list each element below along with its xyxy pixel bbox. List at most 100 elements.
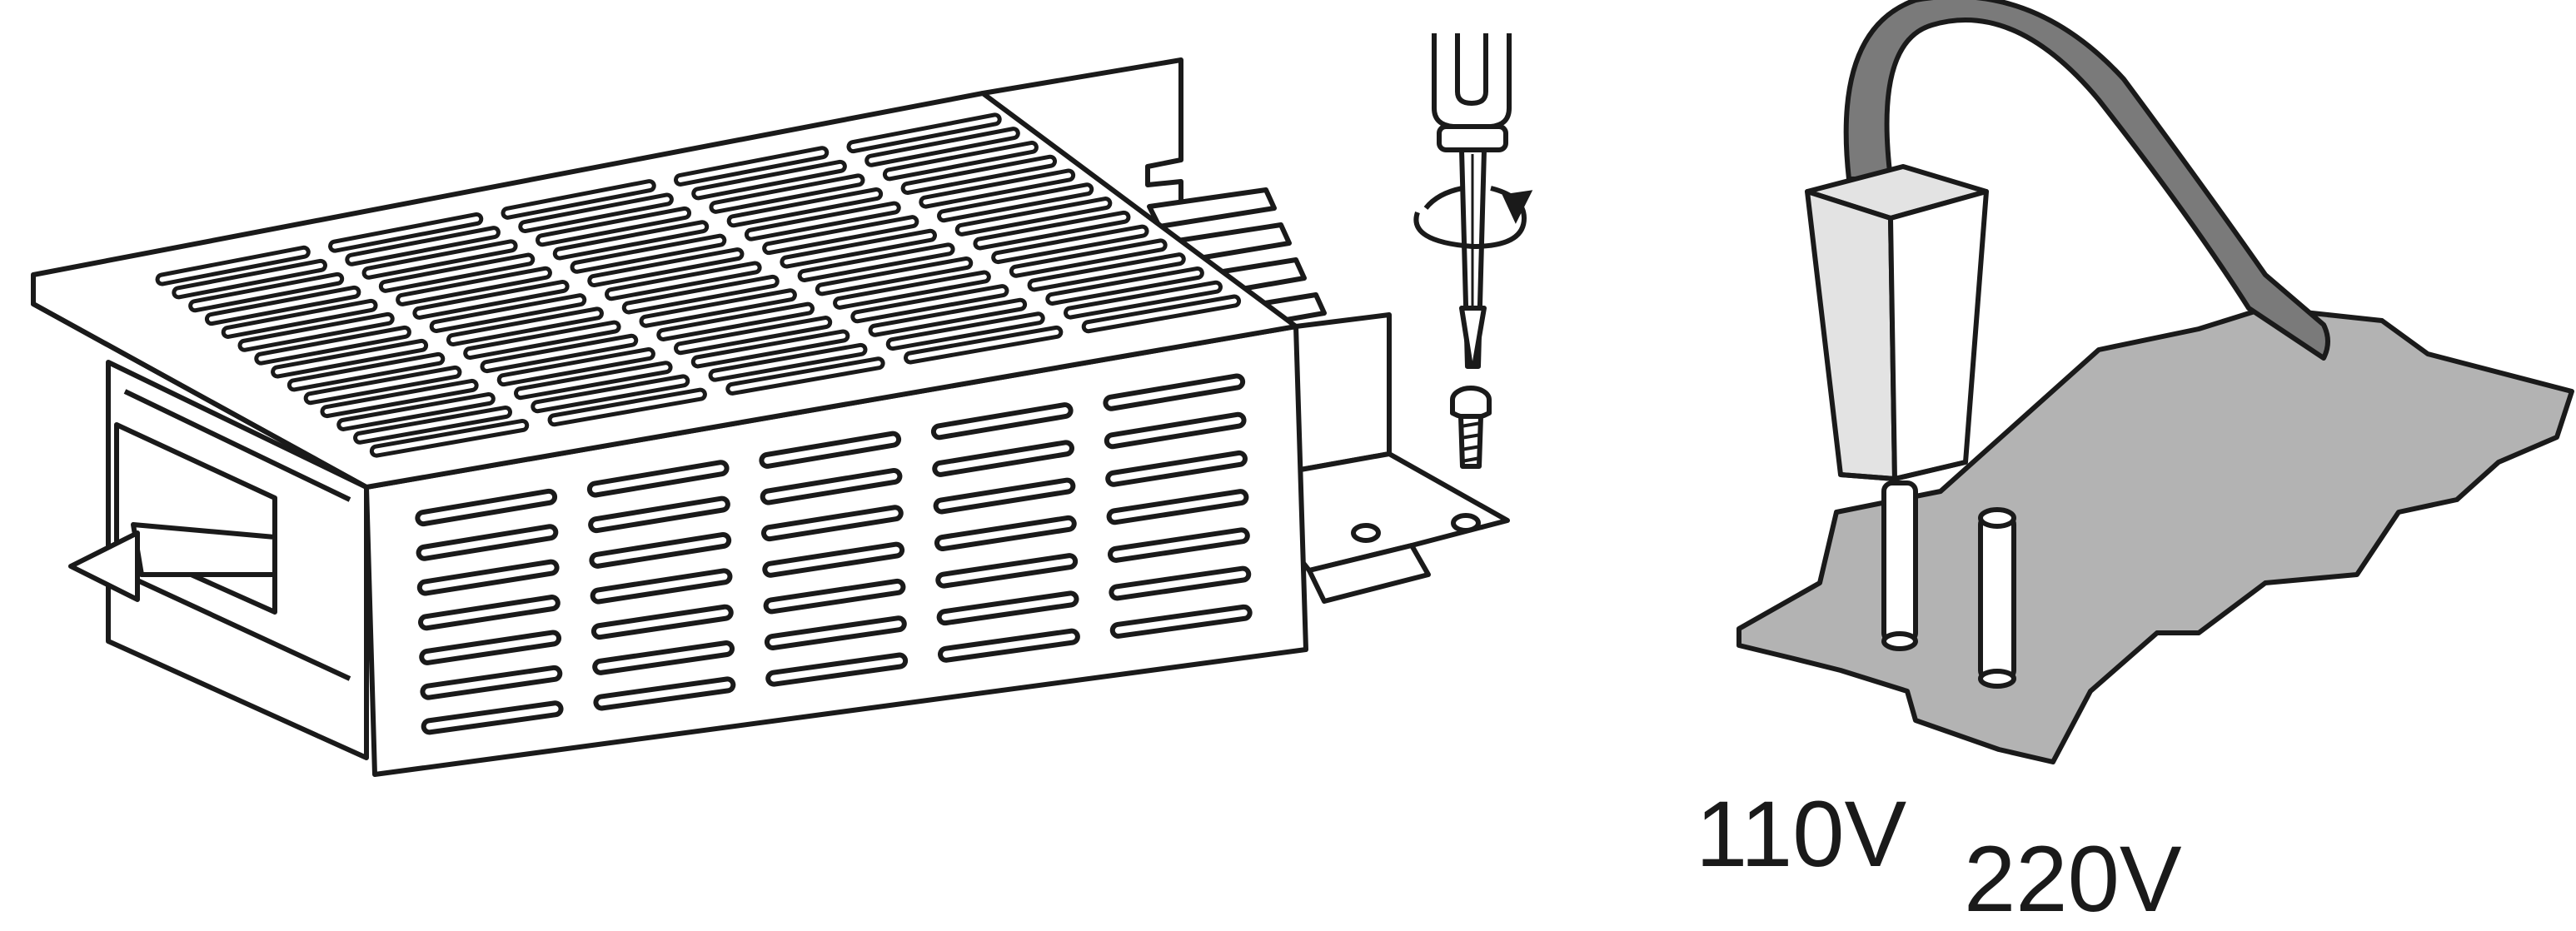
front-vent-slot-inner xyxy=(425,670,558,695)
jumper-connector-icon xyxy=(1805,0,2330,689)
lid-vent-slot-inner xyxy=(540,210,688,243)
front-vent-slot-inner xyxy=(1114,570,1247,596)
lid-vent-slot-inner xyxy=(291,356,441,388)
lid-vent-slot-inner xyxy=(574,237,723,270)
circuit-board-icon xyxy=(1736,306,2574,764)
lid-vent-slot-inner xyxy=(886,144,1034,177)
screw-icon xyxy=(1450,386,1492,469)
lid-vent-slot-inner xyxy=(713,177,861,210)
lid-vent-slot-inner xyxy=(208,289,357,322)
front-vent-slot-inner xyxy=(426,705,559,730)
lid-vent-slot-inner xyxy=(484,337,635,370)
lid-vent-slot-inner xyxy=(505,183,652,216)
front-vent-slot-inner xyxy=(937,445,1069,472)
lid-vent-slot-inner xyxy=(307,369,458,401)
lid-vent-slot-inner xyxy=(730,192,879,224)
voltage-label-220v: 220V xyxy=(1964,827,2182,931)
lid-vent-slot-inner xyxy=(625,278,775,311)
lid-vent-slot-inner xyxy=(766,219,915,251)
front-vent-slot-inner xyxy=(424,635,557,660)
lid-vent-slot-inner xyxy=(192,276,341,309)
front-vent-slot-inner xyxy=(591,465,725,493)
lid-vent-slot-inner xyxy=(357,409,509,441)
lid-vent-slot-inner xyxy=(869,131,1016,163)
lid-vent-slot-inner xyxy=(522,197,670,230)
lid-vent-slot-inner xyxy=(551,391,703,423)
lid-vent-slot-inner xyxy=(324,382,475,415)
lid-vent-slot-inner xyxy=(959,201,1109,232)
lid-vent-slot-inner xyxy=(242,316,391,348)
lid-vent-slot-inner xyxy=(556,224,705,256)
front-vent-slot-inner xyxy=(1108,378,1241,406)
lid-vent-slot-inner xyxy=(837,274,987,306)
front-vent-slot-inner xyxy=(598,681,731,706)
lid-vent-slot-inner xyxy=(784,232,933,265)
lid-vent-slot-inner xyxy=(1013,242,1163,274)
lid-vent-slot-inner xyxy=(908,329,1059,361)
lid-vent-slot-inner xyxy=(748,205,897,237)
lid-vent-slot-inner xyxy=(1031,256,1182,288)
front-vent-slot-inner xyxy=(769,620,902,645)
front-vent-slot-inner xyxy=(594,536,727,564)
front-vent-slot-inner xyxy=(1114,609,1248,634)
lid-vent-slot-inner xyxy=(660,306,811,337)
lid-vent-slot-inner xyxy=(1049,270,1200,301)
installation-diagram: 110V 220V xyxy=(31,0,2574,926)
front-vent-slot-inner xyxy=(770,657,904,682)
front-vent-slot-inner xyxy=(939,520,1072,547)
lid-vent-slot-inner xyxy=(819,260,969,292)
front-vent-slot-inner xyxy=(941,595,1074,621)
lid-vent-slot-inner xyxy=(678,150,825,182)
lid-vent-slot-inner xyxy=(801,246,951,278)
front-vent-slot-inner xyxy=(1110,455,1243,482)
front-vent-slot-inner xyxy=(935,407,1069,436)
front-vent-slot-inner xyxy=(423,600,556,626)
lid-vent-slot-inner xyxy=(1085,298,1238,330)
front-vent-slot-inner xyxy=(940,558,1074,584)
lid-vent-slot-inner xyxy=(678,320,829,351)
front-vent-slot-inner xyxy=(595,609,729,635)
lid-vent-slot-inner xyxy=(695,163,843,197)
lid-vent-slot-inner xyxy=(609,265,758,297)
lid-vent-slot-inner xyxy=(366,243,514,276)
lid-vent-slot-inner xyxy=(433,297,583,329)
lid-vent-slot-inner xyxy=(712,346,864,378)
lid-vent-slot-inner xyxy=(643,292,793,324)
lid-vent-slot-inner xyxy=(518,365,669,396)
front-vent-slot-inner xyxy=(766,510,899,537)
front-vent-slot-inner xyxy=(1111,494,1244,520)
lid-vent-slot-inner xyxy=(450,311,600,342)
lid-vent-slot-inner xyxy=(225,302,374,335)
lid-vent-slot-inner xyxy=(941,187,1090,219)
lid-vent-slot-inner xyxy=(1068,284,1218,316)
lid-vent-slot-inner xyxy=(159,249,306,282)
lid-vent-slot-inner xyxy=(275,342,425,375)
lid-vent-slot-inner xyxy=(591,251,740,284)
lid-vent-slot-inner xyxy=(923,172,1072,205)
voltage-label-110v: 110V xyxy=(1696,782,1907,886)
front-vent-slot-inner xyxy=(597,645,730,670)
lid-vent-slot-inner xyxy=(889,316,1041,347)
front-vent-slot-inner xyxy=(768,583,901,610)
lid-vent-slot-inner xyxy=(695,333,846,365)
front-vent-slot-inner xyxy=(767,546,900,573)
diagram-canvas xyxy=(31,0,2574,777)
lid-vent-slot-inner xyxy=(467,324,617,356)
front-vent-slot-inner xyxy=(1112,532,1245,558)
lid-vent-slot-inner xyxy=(904,158,1054,191)
front-vent-slot-inner xyxy=(420,493,553,522)
front-vent-slot-inner xyxy=(593,500,725,529)
screwdriver-icon xyxy=(1432,33,1512,369)
lid-vent-slot-inner xyxy=(850,117,998,150)
lid-vent-slot-inner xyxy=(176,262,323,296)
lid-vent-slot-inner xyxy=(872,301,1024,333)
lid-vent-slot-inner xyxy=(341,396,491,427)
front-vent-slot-inner xyxy=(1109,416,1242,445)
lid-vent-slot-inner xyxy=(382,256,531,289)
front-vent-slot-inner xyxy=(421,564,555,591)
front-vent-slot-inner xyxy=(764,436,897,464)
lid-vent-slot-inner xyxy=(400,270,548,302)
front-vent-slots xyxy=(415,373,1253,735)
lid-vent-slot-inner xyxy=(730,361,881,391)
lid-vent-slot-inner xyxy=(855,288,1005,320)
